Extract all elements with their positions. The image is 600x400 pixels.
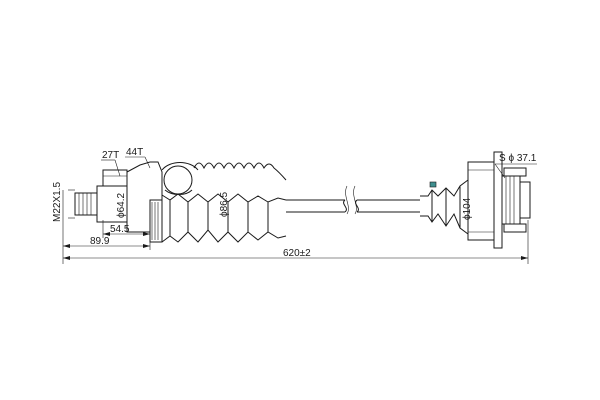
label-dia-inner: ϕ104	[462, 197, 473, 220]
label-thread: M22X1.5	[52, 182, 63, 222]
dimension-lines	[62, 156, 537, 264]
outer-cv-joint	[74, 161, 199, 243]
label-27t: 27T	[102, 150, 119, 161]
inner-joint	[420, 151, 531, 249]
label-44t: 44T	[126, 147, 143, 158]
label-dia-stub: ϕ64.2	[116, 192, 127, 218]
label-spline-dia: S ϕ 37.1	[499, 153, 537, 164]
label-len-stub: 54.5	[110, 224, 130, 235]
shaft	[286, 185, 420, 215]
label-dia-boot: ϕ86.5	[219, 191, 230, 217]
label-len-total: 620±2	[283, 248, 311, 259]
boot-spring-profile	[193, 162, 287, 181]
label-len-outer: 89.9	[90, 236, 110, 247]
outer-boot	[161, 193, 287, 243]
